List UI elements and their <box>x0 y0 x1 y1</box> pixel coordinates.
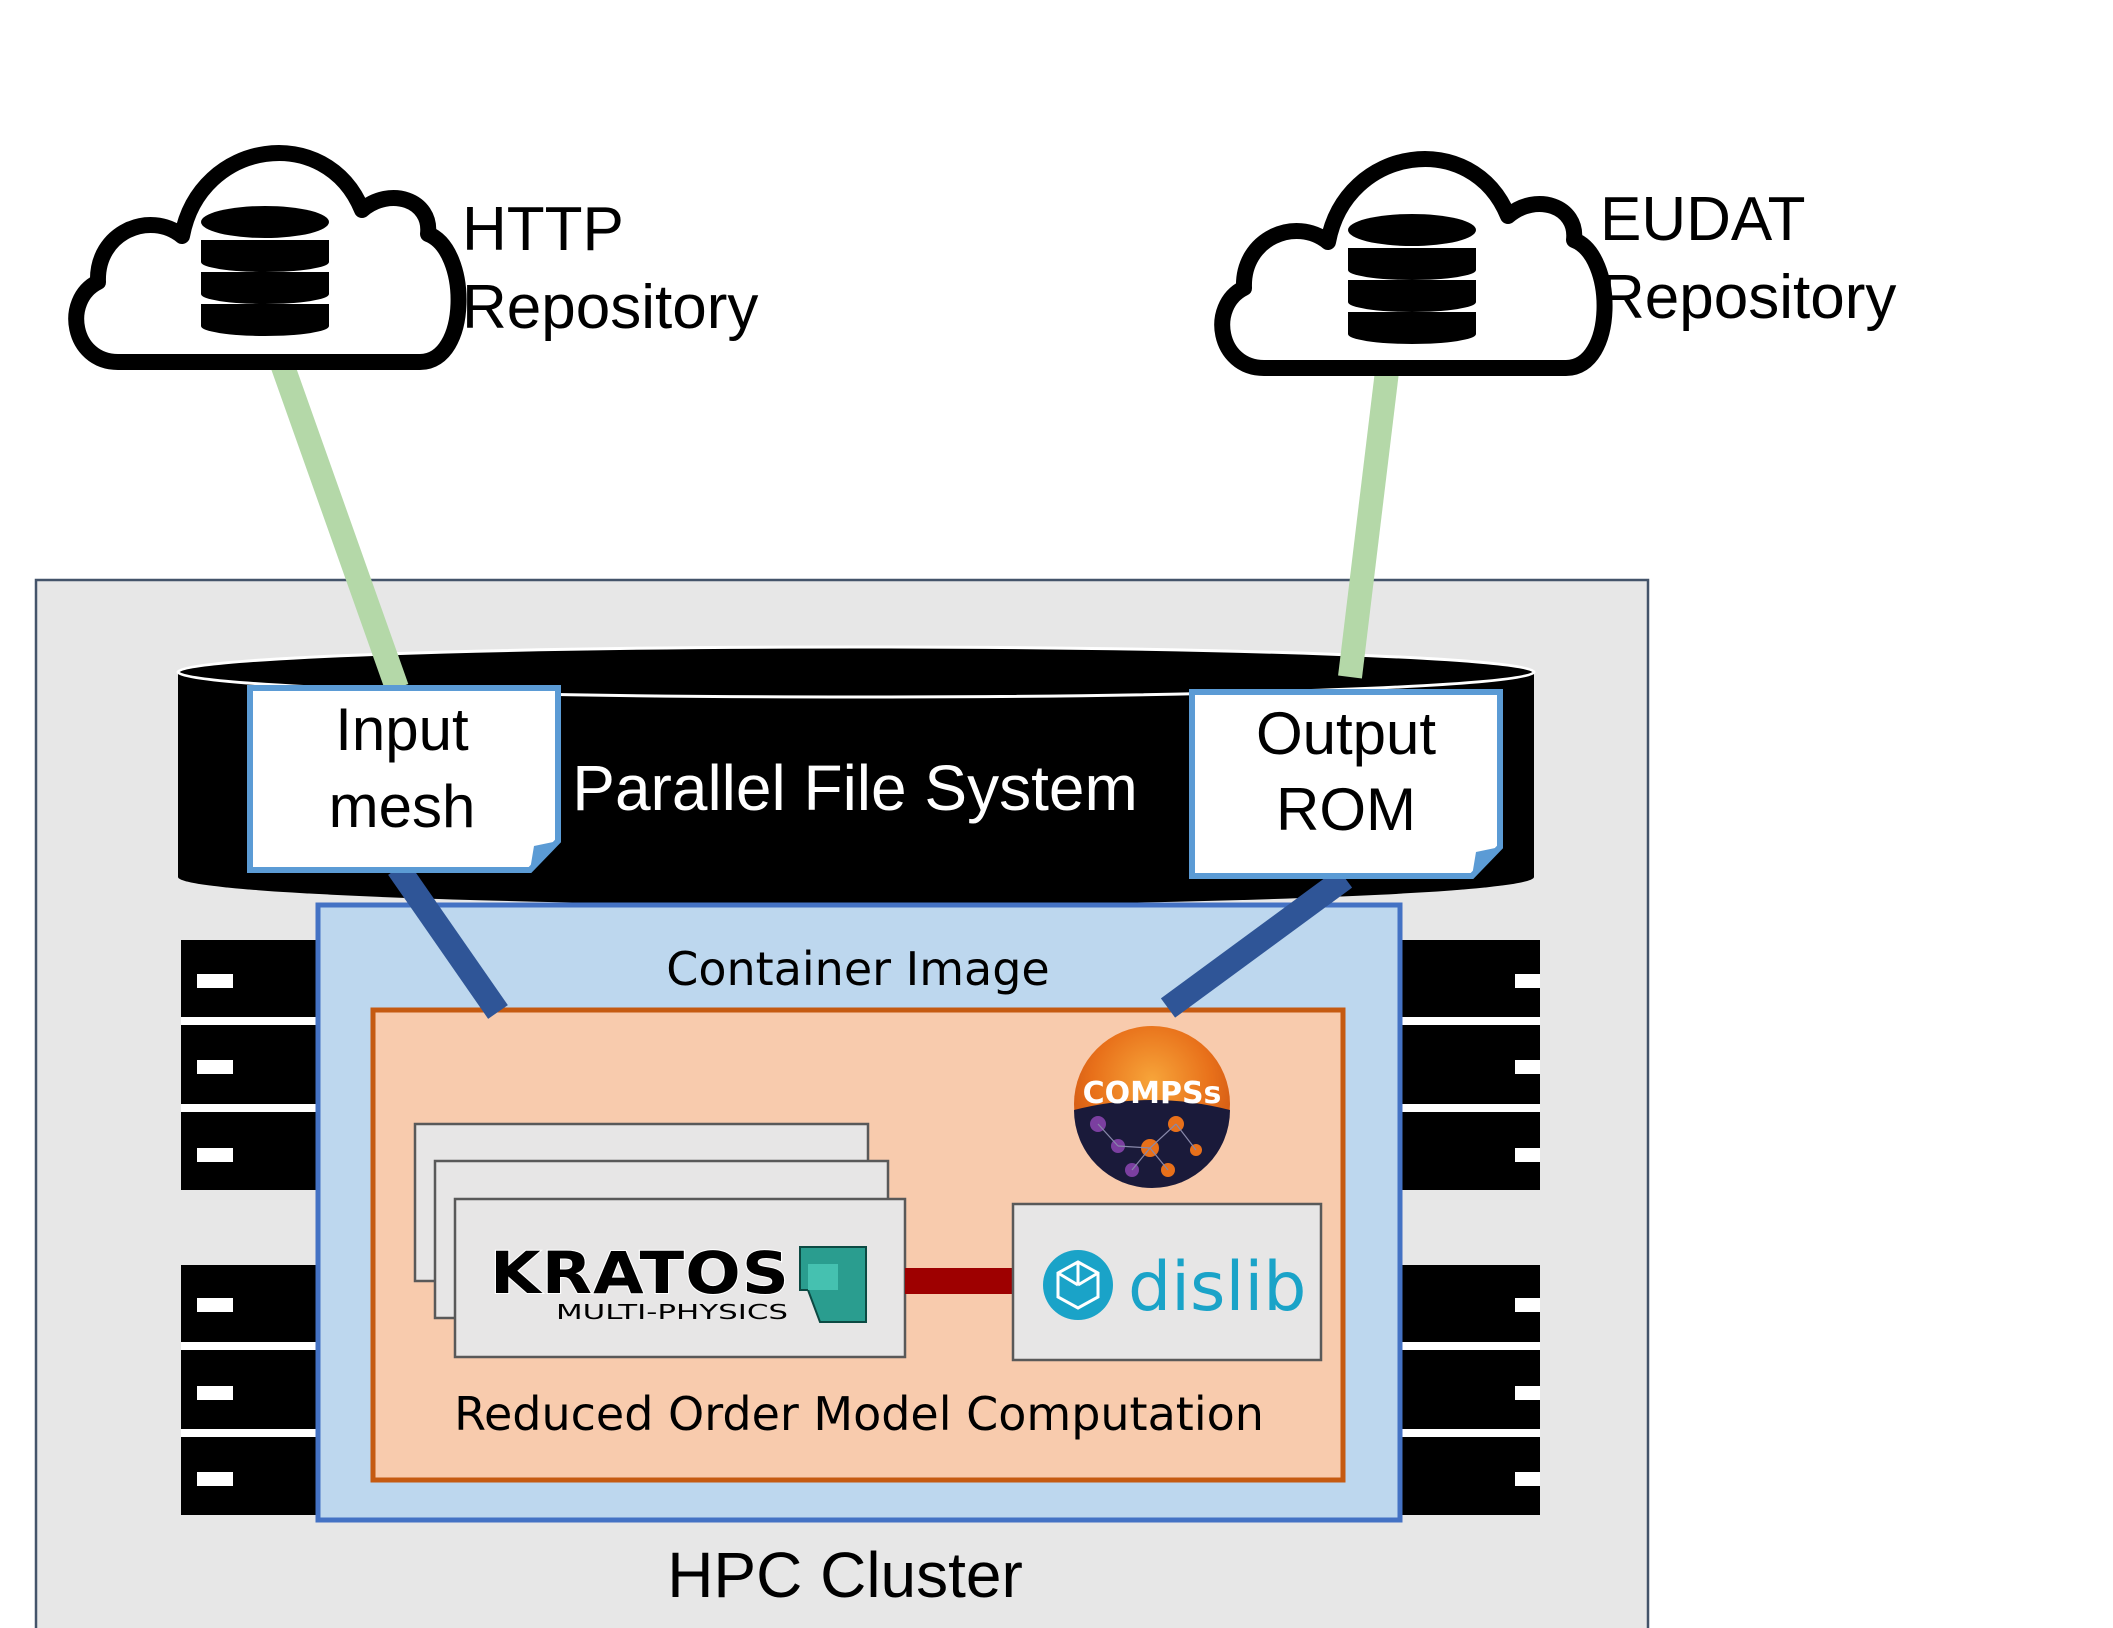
input-container-link <box>388 861 508 1019</box>
kratos-logo: KRATOS MULTI-PHYSICS <box>489 1238 867 1324</box>
output-rom-label-line1: Output <box>1256 700 1436 767</box>
compss-logo-text: COMPSs <box>1083 1076 1222 1111</box>
container-image-label: Container Image <box>666 942 1049 996</box>
compss-logo: COMPSs <box>1074 1026 1230 1188</box>
eudat-repository-label-line2: Repository <box>1600 263 1896 332</box>
server-rack-icon-left <box>181 940 331 1515</box>
output-container-link <box>1160 868 1353 1018</box>
eudat-repository-label-line1: EUDAT <box>1600 185 1806 254</box>
kratos-dislib-link <box>905 1268 1015 1294</box>
kratos-logo-subtext: MULTI-PHYSICS <box>556 1300 788 1324</box>
http-repository-label-line1: HTTP <box>462 195 624 264</box>
eudat-repository-cloud: EUDAT Repository <box>1214 151 1896 376</box>
kratos-task-stack <box>413 1122 907 1359</box>
dislib-logo-text: dislib <box>1128 1248 1306 1327</box>
dislib-box: dislib <box>1011 1202 1323 1362</box>
input-mesh-label-line2: mesh <box>329 773 476 840</box>
http-repository-cloud: HTTP Repository <box>68 145 758 370</box>
kratos-logo-text: KRATOS <box>490 1239 790 1307</box>
rom-computation-label: Reduced Order Model Computation <box>454 1387 1264 1441</box>
server-rack-icon-right <box>1395 940 1540 1515</box>
eudat-repository-link <box>1338 328 1404 679</box>
output-rom-document: Output ROM <box>1189 689 1503 879</box>
hpc-cluster-label: HPC Cluster <box>667 1539 1023 1611</box>
input-mesh-label-line1: Input <box>335 696 469 763</box>
parallel-file-system-label: Parallel File System <box>572 752 1138 824</box>
output-rom-label-line2: ROM <box>1276 776 1416 843</box>
http-repository-link <box>258 325 409 693</box>
http-repository-label-line2: Repository <box>462 273 758 342</box>
input-mesh-document: Input mesh <box>247 685 561 873</box>
